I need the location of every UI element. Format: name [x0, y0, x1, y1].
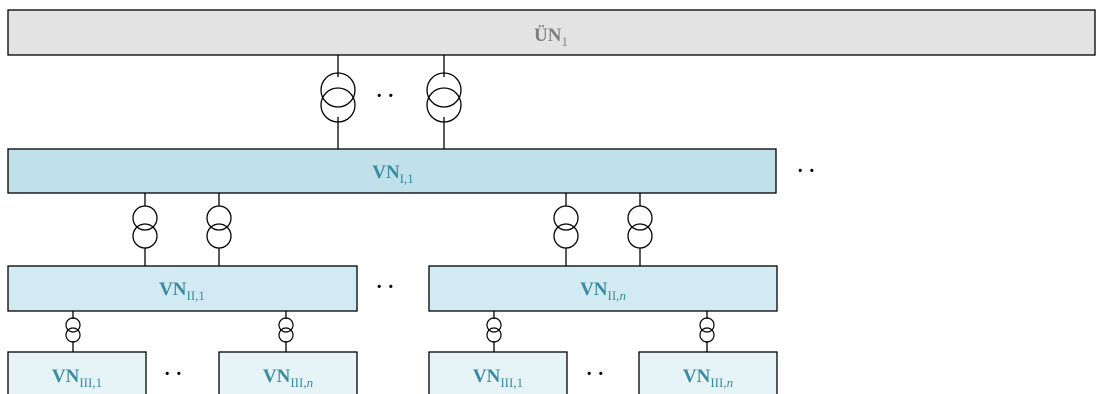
- ellipsis-vn-ii: · ·: [376, 276, 394, 298]
- vn-iii-n-right-label: VNIII,n: [683, 366, 733, 390]
- vn-iii-n-left-box: VNIII,n: [218, 351, 358, 394]
- vn-iii-1-left-box: VNIII,1: [7, 351, 147, 394]
- vn-ii-1-label: VNII,1: [159, 279, 205, 303]
- transformer-icon: [132, 205, 158, 249]
- vn-iii-1-right-label: VNIII,1: [473, 366, 523, 390]
- vn-iii-1-left-label: VNIII,1: [52, 366, 102, 390]
- vn-ii-1-busbar: VNII,1: [7, 265, 358, 312]
- transformer-icon: [553, 205, 579, 249]
- transformer-icon: [320, 72, 356, 123]
- ellipsis-un-transformers: · ·: [376, 85, 394, 107]
- vn-iii-1-right-box: VNIII,1: [428, 351, 568, 394]
- vn-iii-n-right-box: VNIII,n: [638, 351, 778, 394]
- vn-ii-n-label: VNII,n: [580, 279, 626, 303]
- un-1-label: ÜN1: [534, 25, 568, 49]
- transformer-icon: [206, 205, 232, 249]
- un-1-busbar: ÜN1: [7, 9, 1096, 56]
- transformer-icon: [65, 317, 81, 343]
- transformer-icon: [627, 205, 653, 249]
- transformer-icon: [486, 317, 502, 343]
- transformer-icon: [699, 317, 715, 343]
- vn-iii-n-left-label: VNIII,n: [263, 366, 313, 390]
- vn-ii-n-busbar: VNII,n: [428, 265, 778, 312]
- vn-i-1-label: VNI,1: [372, 162, 414, 186]
- vn-i-1-busbar: VNI,1: [7, 148, 777, 194]
- ellipsis-vn-iii-right: · ·: [586, 363, 604, 385]
- ellipsis-vn-i: · ·: [797, 160, 815, 182]
- ellipsis-vn-iii-left: · ·: [164, 363, 182, 385]
- transformer-icon: [426, 72, 462, 123]
- transformer-icon: [278, 317, 294, 343]
